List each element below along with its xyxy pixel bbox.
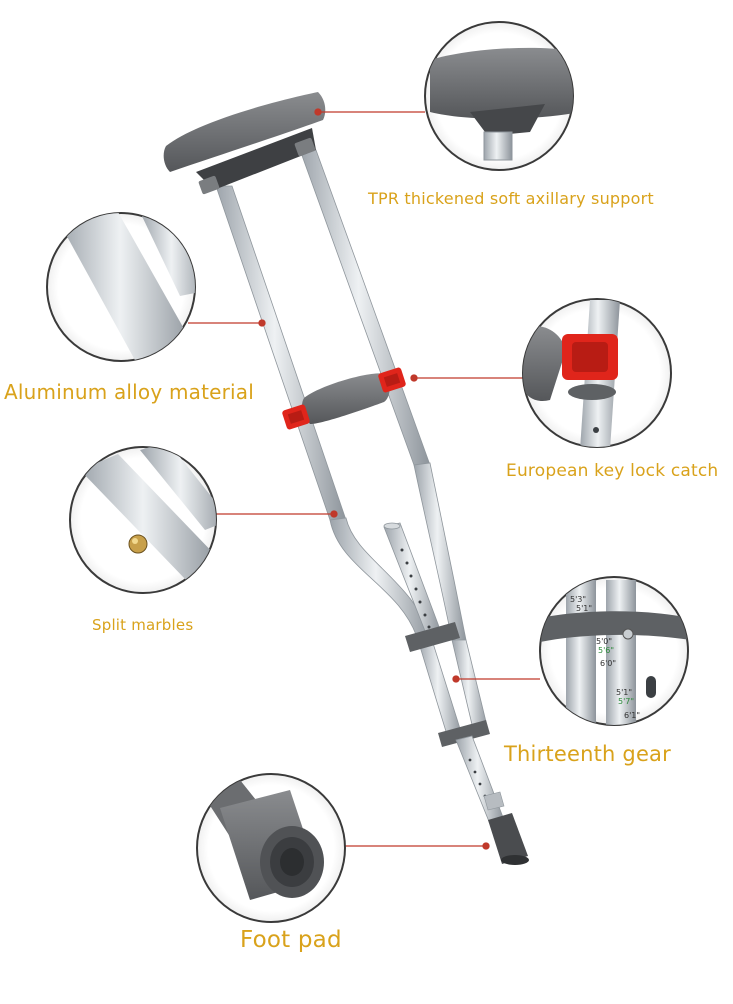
zoom-split-marbles — [69, 446, 217, 594]
zoom-thirteenth-gear: 5'3" 5'1" 5'0" 5'6" 6'0" 5'1" 5'7" 6'1" — [539, 576, 689, 726]
gear-mark-1: 5'3" — [570, 595, 586, 604]
gear-mark-3: 5'0" — [596, 637, 612, 646]
label-marbles: Split marbles — [92, 616, 194, 634]
label-lock-catch: European key lock catch — [506, 461, 719, 481]
zoom-lock-catch — [522, 298, 672, 448]
gear-mark-2: 5'1" — [576, 604, 592, 613]
crutch — [163, 92, 529, 865]
gear-mark-8: 6'1" — [624, 711, 640, 720]
label-material: Aluminum alloy material — [4, 380, 255, 404]
gear-mark-5: 6'0" — [600, 659, 616, 668]
label-foot-pad: Foot pad — [240, 927, 342, 953]
label-gear: Thirteenth gear — [504, 742, 671, 766]
gear-mark-4: 5'6" — [598, 646, 614, 655]
zoom-aluminum — [46, 212, 196, 362]
leader-lines — [188, 108, 540, 850]
label-axillary-support: TPR thickened soft axillary support — [368, 189, 654, 208]
zoom-foot-pad — [196, 773, 346, 923]
gear-mark-7: 5'7" — [618, 697, 634, 706]
zoom-axillary-pad — [424, 21, 574, 171]
gear-mark-6: 5'1" — [616, 688, 632, 697]
